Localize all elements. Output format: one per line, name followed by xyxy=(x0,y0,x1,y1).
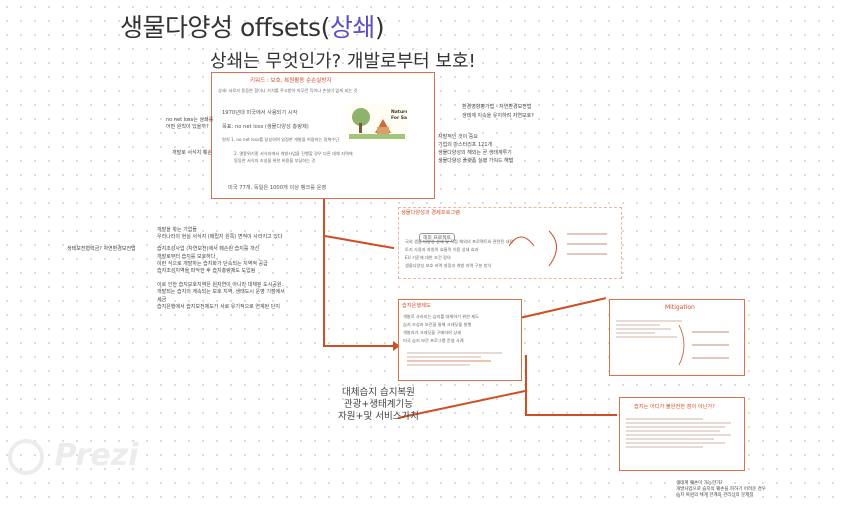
definition-bottom: 미국 77개, 독일은 1000개 이상 뱅크를 운영 xyxy=(228,185,327,191)
mitigation-placeholder-lines xyxy=(616,318,726,340)
mitigation-brace-diagram xyxy=(678,324,729,366)
left-note: 개발로 서식지 훼손 xyxy=(172,150,212,156)
connector-to-eco xyxy=(324,235,395,250)
connector-to-wetland xyxy=(323,345,399,347)
definition-keyword: 키워드 : 보호, 복원활동 순손실방지 xyxy=(250,78,332,84)
wetland-bank-title: 습지은행제도 xyxy=(402,303,431,309)
eco-program-title: 생물다양성과 경제프로그램 xyxy=(401,210,460,216)
connector-main-vertical xyxy=(323,191,325,346)
wetland-placeholder-lines xyxy=(407,350,512,368)
prezi-logo-icon xyxy=(8,438,44,475)
limits-placeholder-lines xyxy=(626,416,736,450)
definition-line: 목표: no net loss (생물다양성 총량제) xyxy=(222,124,309,130)
svg-text:Nature Not: Nature Not xyxy=(391,109,407,115)
right-note: 자발적인 것이 중요 xyxy=(438,134,478,140)
eco-brace-diagram xyxy=(509,230,607,267)
eco-line: 국외 생물 다양성 상쇄 및 직접 해외의 프로젝트와 관련된 내용 xyxy=(405,239,514,244)
prezi-watermark: Prezi xyxy=(8,438,138,475)
eco-program-box: 생물다양성과 경제프로그램 해외 프로젝트 국외 생물 다양성 상쇄 및 직접 … xyxy=(398,207,622,279)
mitigation-box: Mitigation xyxy=(609,299,745,376)
definition-line: 동등한 서식지 조성을 위한 비용을 부담하는 것 xyxy=(234,158,316,163)
right-note: 기업의 마스터리프 121개 xyxy=(438,142,493,148)
right-note: 생물다양성 플랫폼 실행 가이드 해법 xyxy=(438,158,514,164)
bottom-right-note: 생태계 훼손이 가능한가? 개발사업으로 습지의 훼손을 피하기 어려운 경우 … xyxy=(676,481,766,498)
definition-line: 상쇄: 서로가 동등한 힘이나 가치를 주고받아 아무런 득이나 손실이 없게 … xyxy=(218,88,358,93)
right-note: 환경영향평가법 - 자연환경보전법 xyxy=(462,104,532,110)
left-note: 어떤 원칙이 있을까? xyxy=(166,124,209,130)
eco-line: EU 기준에 대한 조건 정의 xyxy=(405,255,451,260)
center-note: 대체습지 습지복원 관광+생태계기능 자원+및 서비스가치 xyxy=(338,387,419,422)
right-note: 생물다양성의 해외는 곧 생태계투기 xyxy=(438,150,512,156)
definition-line: 1970년대 미국에서 사용되기 시작 xyxy=(222,110,298,116)
definition-line: 2. 멸종위기종 서식지에서 개발사업을 진행할 경우 다른 대체 지역에 xyxy=(234,151,353,156)
wetland-line: 개발자가 크레딧을 구매하여 상쇄 xyxy=(403,330,461,335)
eco-program-tag: 해외 프로젝트 xyxy=(419,224,456,243)
eco-line: 생물다양성 보호 지역 설정과 개발 지역 구분 방식 xyxy=(405,263,492,268)
definition-box: 키워드 : 보호, 복원활동 순손실방지 상쇄: 서로가 동등한 힘이나 가치를… xyxy=(211,72,435,199)
limits-box: 습지는 어디가 불완전한 점이 아닌가? xyxy=(619,397,745,471)
limits-title: 습지는 어디가 불완전한 점이 아닌가? xyxy=(634,404,715,410)
connector-wetland-down xyxy=(525,355,527,415)
definition-line: 원칙 1. no net loss를 달성하며 일정한 개발을 허용하는 정책수… xyxy=(222,137,340,142)
wetland-line: 습지 조성과 보전을 통해 크레딧을 발행 xyxy=(403,322,472,327)
left-side-note: 생태보전협력금? 자연환경보전법 xyxy=(67,246,136,252)
page-subtitle: 상쇄는 무엇인가? 개발로부터 보호! xyxy=(210,51,476,72)
page-title: 생물다양성 offsets(상쇄) xyxy=(120,13,385,42)
svg-text:For Sale: For Sale xyxy=(391,115,407,121)
arrow-head xyxy=(393,341,400,351)
wetland-line: 미국 습지 보전 프로그램 운영 사례 xyxy=(403,338,464,343)
connector-to-limits xyxy=(525,414,617,416)
eco-line: 토지 사용과 자원의 효율적 이용 상쇄 효과 xyxy=(405,247,479,252)
wetland-line: 개발로 사라지는 습지를 대체하기 위한 제도 xyxy=(403,314,480,319)
wetland-bank-box: 습지은행제도 개발로 사라지는 습지를 대체하기 위한 제도 습지 조성과 보전… xyxy=(398,299,522,381)
mitigation-title: Mitigation xyxy=(665,304,695,311)
right-note: 생태계 지속을 유지하려 자연보호? xyxy=(462,113,534,119)
left-note-block: 개발을 하는 기업들 우리나라의 현실 서식지 (매립지 왼쪽) 면적이 사라지… xyxy=(157,227,285,310)
nature-not-for-sale-image: Nature Not For Sale xyxy=(347,103,420,141)
left-note: no net loss는 상쇄를 xyxy=(166,117,214,123)
